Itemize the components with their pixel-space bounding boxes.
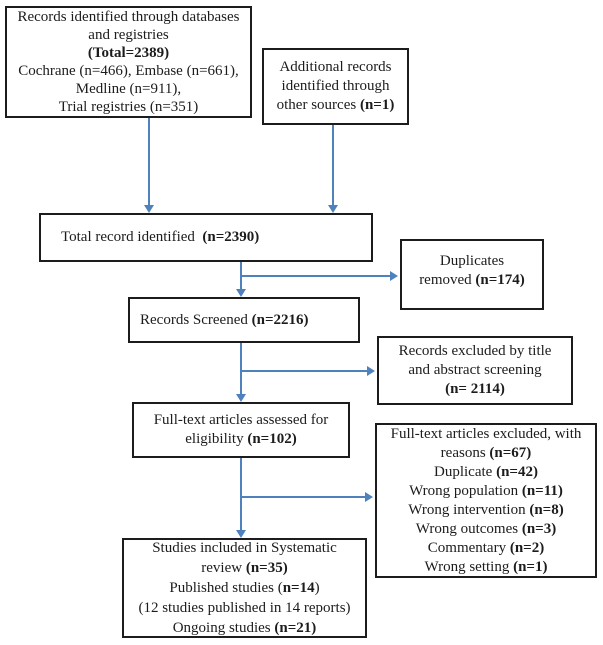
text-line: Additional records bbox=[279, 59, 392, 75]
text-line: Medline (n=911), bbox=[75, 81, 182, 97]
text-line: Wrong outcomes (n=3) bbox=[415, 520, 557, 537]
arrowhead-down-icon bbox=[328, 205, 338, 213]
arrowhead-down-icon bbox=[236, 289, 246, 297]
text-line: Duplicates bbox=[439, 253, 505, 269]
connector-identified-to-total bbox=[148, 118, 150, 206]
text-line: identified through bbox=[281, 78, 390, 94]
text-line: Total record identified (n=2390) bbox=[61, 229, 260, 245]
text-line: eligibility (n=102) bbox=[185, 431, 297, 447]
text-line: Duplicate (n=42) bbox=[434, 463, 538, 480]
box-fulltext-excluded-reasons: Full-text articles excluded, with reasons… bbox=[375, 423, 597, 578]
connector-fulltext-to-included bbox=[240, 458, 242, 530]
text-line: (Total=2389) bbox=[87, 45, 170, 61]
connector-additional-to-total bbox=[332, 125, 334, 206]
arrowhead-right-icon bbox=[390, 271, 398, 281]
box-duplicates-removed: Duplicates removed (n=174) bbox=[400, 239, 544, 310]
arrowhead-down-icon bbox=[236, 394, 246, 402]
text-line: Records Screened (n=2216) bbox=[140, 311, 309, 328]
arrowhead-down-icon bbox=[236, 530, 246, 538]
text-line: (n= 2114) bbox=[445, 381, 505, 397]
connector-branch-excluded-reasons bbox=[240, 496, 365, 498]
connector-branch-duplicates bbox=[240, 275, 390, 277]
box-records-excluded-title-abstract: Records excluded by title and abstract sc… bbox=[377, 336, 573, 405]
arrowhead-right-icon bbox=[367, 366, 375, 376]
text-line: (12 studies published in 14 reports) bbox=[138, 600, 351, 616]
text-line: Full-text articles excluded, with bbox=[390, 425, 582, 442]
text-line: Wrong setting (n=1) bbox=[424, 558, 548, 575]
text-line: Full-text articles assessed for bbox=[153, 412, 329, 428]
text-line: removed (n=174) bbox=[419, 272, 525, 288]
box-studies-included: Studies included in Systematic review (n=… bbox=[122, 538, 367, 638]
text-line: Trial registries (n=351) bbox=[58, 99, 199, 115]
arrowhead-right-icon bbox=[365, 492, 373, 502]
text-line: Ongoing studies (n=21) bbox=[172, 620, 317, 636]
text-line: Commentary (n=2) bbox=[427, 539, 545, 556]
text-line: reasons (n=67) bbox=[440, 444, 532, 461]
text-line: review (n=35) bbox=[201, 560, 288, 576]
connector-screened-to-fulltext bbox=[240, 343, 242, 394]
text-line: other sources (n=1) bbox=[276, 97, 395, 113]
text-line: Wrong intervention (n=8) bbox=[408, 501, 564, 518]
box-fulltext-assessed: Full-text articles assessed for eligibili… bbox=[132, 402, 350, 458]
text-line: Published studies (n=14) bbox=[169, 580, 320, 596]
text-line: Records excluded by title bbox=[398, 343, 552, 359]
text-line: Cochrane (n=466), Embase (n=661), bbox=[18, 63, 239, 79]
box-records-identified: Records identified through databases and … bbox=[5, 6, 252, 118]
text-line: Wrong population (n=11) bbox=[409, 482, 563, 499]
box-records-screened: Records Screened (n=2216) bbox=[128, 297, 360, 343]
text-line: Records identified through databases bbox=[17, 9, 240, 25]
text-line: and registries bbox=[88, 27, 169, 43]
text-line: Studies included in Systematic bbox=[152, 540, 337, 556]
connector-branch-excluded-title bbox=[240, 370, 367, 372]
box-additional-records: Additional records identified through othe… bbox=[262, 48, 409, 125]
text-line: and abstract screening bbox=[408, 362, 542, 378]
arrowhead-down-icon bbox=[144, 205, 154, 213]
box-total-records-identified: Total record identified (n=2390) bbox=[39, 213, 373, 262]
